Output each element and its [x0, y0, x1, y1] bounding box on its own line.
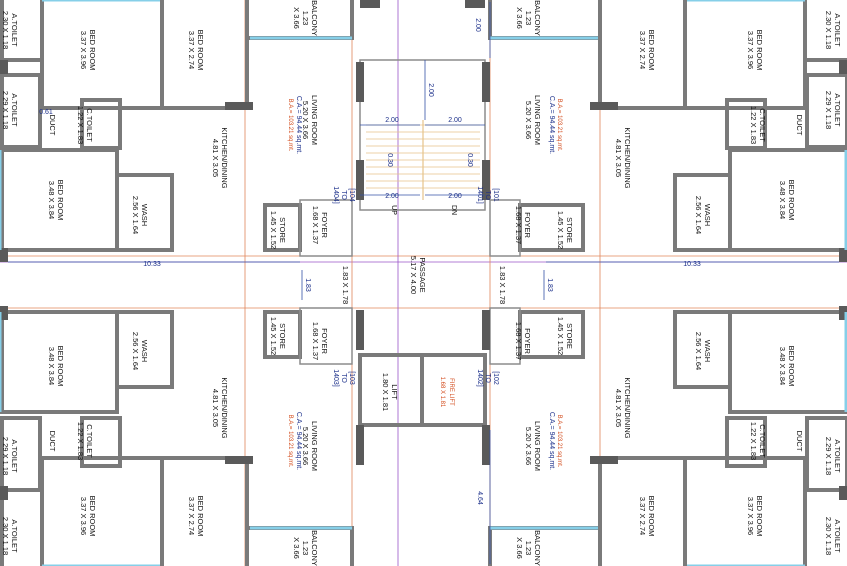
- q1-living-room: LIVING ROOM5.20 X 3.66: [301, 95, 319, 145]
- q4-c-toilet: C.TOILET1.22 X 1.83: [749, 422, 767, 460]
- q2-carpet-area: C.A.= 94.44 sq.mt.: [548, 96, 555, 154]
- q1-a-toilet-2: A.TOILET2.29 X 1.18: [1, 91, 19, 129]
- dim-030-b: 0.30: [466, 153, 473, 167]
- q3-balcony: BALCONY1.23X 3.66: [292, 530, 319, 566]
- q2-bed-room-1: BED ROOM3.37 X 3.96: [746, 30, 764, 71]
- q1-bed-room-3: BED ROOM3.48 X 3.84: [47, 180, 65, 221]
- q3-duct: DUCT: [48, 431, 57, 452]
- q1-foyer: FOYER1.68 X 1.37: [311, 206, 329, 244]
- lift-label: LIFT1.80 X 1.81: [381, 373, 399, 411]
- flat-tag-104: [104TO1404]: [332, 186, 355, 204]
- q4-a-toilet-2: A.TOILET2.29 X 1.18: [824, 437, 842, 475]
- q2-c-toilet: C.TOILET1.22 X 1.83: [749, 106, 767, 144]
- q2-built-area: B.A.= 103.21 sq.mt.: [556, 99, 562, 152]
- dim-200-a: 2.00: [385, 117, 399, 124]
- dim-200-b: 2.00: [448, 117, 462, 124]
- dim-061: 0.61: [39, 109, 53, 116]
- q1-bed-room-2: BED ROOM3.37 X 2.74: [187, 30, 205, 71]
- q4-carpet-area: C.A.= 94.44 sq.mt.: [548, 412, 555, 470]
- q3-bed-room-3: BED ROOM3.48 X 3.84: [47, 346, 65, 387]
- q1-duct: DUCT: [48, 115, 57, 136]
- q4-duct: DUCT: [795, 431, 804, 452]
- q1-c-toilet: C.TOILET1.22 X 1.83: [76, 106, 94, 144]
- q1-built-area: B.A.= 103.21 sq.mt.: [287, 99, 293, 152]
- q1-balcony: BALCONY1.23X 3.66: [292, 0, 319, 36]
- q4-bed-room-2: BED ROOM3.37 X 2.74: [638, 496, 656, 537]
- q4-living-room: LIVING ROOM5.20 X 3.66: [524, 421, 542, 471]
- columns: [0, 0, 847, 500]
- q2-balcony: BALCONY1.23X 3.66: [515, 0, 542, 36]
- q4-built-area: B.A.= 103.21 sq.mt.: [556, 415, 562, 468]
- q2-bed-room-2: BED ROOM3.37 X 2.74: [638, 30, 656, 71]
- corridor-right: 1.83 X 1.78: [498, 266, 507, 304]
- q2-a-toilet-2: A.TOILET2.29 X 1.18: [824, 91, 842, 129]
- dimension-lines: [8, 2, 839, 564]
- q4-foyer: FOYER1.68 X 1.37: [514, 322, 532, 360]
- q2-store: STORE1.45 X 1.52: [556, 211, 574, 249]
- q4-bed-room-1: BED ROOM3.37 X 3.96: [746, 496, 764, 537]
- dim-464: 4.64: [476, 491, 483, 505]
- dim-200-e: 2.00: [427, 83, 434, 97]
- q2-duct: DUCT: [795, 115, 804, 136]
- q2-kitchen: KITCHEN/DINING4.81 X 3.05: [614, 127, 632, 188]
- q4-wash: WASH2.56 X 1.64: [694, 332, 712, 370]
- q3-a-toilet-1: A.TOILET2.30 X 1.18: [1, 517, 19, 555]
- q3-bed-room-1: BED ROOM3.37 X 3.96: [79, 496, 97, 537]
- q2-living-room: LIVING ROOM5.20 X 3.66: [524, 95, 542, 145]
- flat-tag-101: [101TO1401]: [476, 186, 499, 204]
- dim-183-right: 1.83: [546, 278, 553, 292]
- flat-tag-103: [103TO1403]: [332, 369, 355, 387]
- q4-store: STORE1.45 X 1.52: [556, 317, 574, 355]
- passage-label: PASSAGE5.17 X 4.00: [409, 256, 427, 294]
- dim-200-d: 2.00: [448, 193, 462, 200]
- q4-balcony: BALCONY1.23X 3.66: [515, 530, 542, 566]
- q4-a-toilet-1: A.TOILET2.30 X 1.18: [824, 517, 842, 555]
- staircase: [366, 120, 480, 200]
- q1-kitchen: KITCHEN/DINING4.81 X 3.05: [211, 127, 229, 188]
- flat-tag-102: [102TO1402]: [476, 369, 499, 387]
- q2-a-toilet-1: A.TOILET2.30 X 1.18: [824, 11, 842, 49]
- q1-a-toilet-1: A.TOILET2.30 X 1.18: [1, 11, 19, 49]
- q1-carpet-area: C.A.= 94.44 sq.mt.: [295, 96, 302, 154]
- fire-lift-label: FIRE LIFT1.68 X 1.81: [439, 377, 454, 408]
- q2-wash: WASH2.56 X 1.64: [694, 196, 712, 234]
- q3-foyer: FOYER1.68 X 1.37: [311, 322, 329, 360]
- q2-foyer: FOYER1.68 X 1.37: [514, 206, 532, 244]
- labels: PASSAGE5.17 X 4.00 LIFT1.80 X 1.81 FIRE …: [39, 18, 701, 505]
- q2-bed-room-3: BED ROOM3.48 X 3.84: [778, 180, 796, 221]
- q3-living-room: LIVING ROOM5.20 X 3.66: [301, 421, 319, 471]
- dim-030-a: 0.30: [386, 153, 393, 167]
- q1-store: STORE1.45 X 1.52: [269, 211, 287, 249]
- corridor-left: 1.83 X 1.78: [341, 266, 350, 304]
- q3-wash: WASH2.56 X 1.64: [131, 332, 149, 370]
- stair-dn: DN: [450, 205, 457, 215]
- q4-bed-room-3: BED ROOM3.48 X 3.84: [778, 346, 796, 387]
- q3-carpet-area: C.A.= 94.44 sq.mt.: [295, 412, 302, 470]
- q3-kitchen: KITCHEN/DINING4.81 X 3.05: [211, 377, 229, 438]
- dim-183-left: 1.83: [304, 278, 311, 292]
- q3-c-toilet: C.TOILET1.22 X 1.83: [76, 422, 94, 460]
- dim-1033-right: 10.33: [683, 261, 701, 268]
- stair-up: UP: [390, 205, 397, 215]
- q3-built-area: B.A.= 103.21 sq.mt.: [287, 415, 293, 468]
- q1-bed-room-1: BED ROOM3.37 X 3.96: [79, 30, 97, 71]
- dim-200-f: 2.00: [474, 18, 481, 32]
- dim-1033-left: 10.33: [143, 261, 161, 268]
- dim-200-c: 2.00: [385, 193, 399, 200]
- q4-kitchen: KITCHEN/DINING4.81 X 3.05: [614, 377, 632, 438]
- q3-a-toilet-2: A.TOILET2.29 X 1.18: [1, 437, 19, 475]
- q3-bed-room-2: BED ROOM3.37 X 2.74: [187, 496, 205, 537]
- q1-wash: WASH2.56 X 1.64: [131, 196, 149, 234]
- q3-store: STORE1.45 X 1.52: [269, 317, 287, 355]
